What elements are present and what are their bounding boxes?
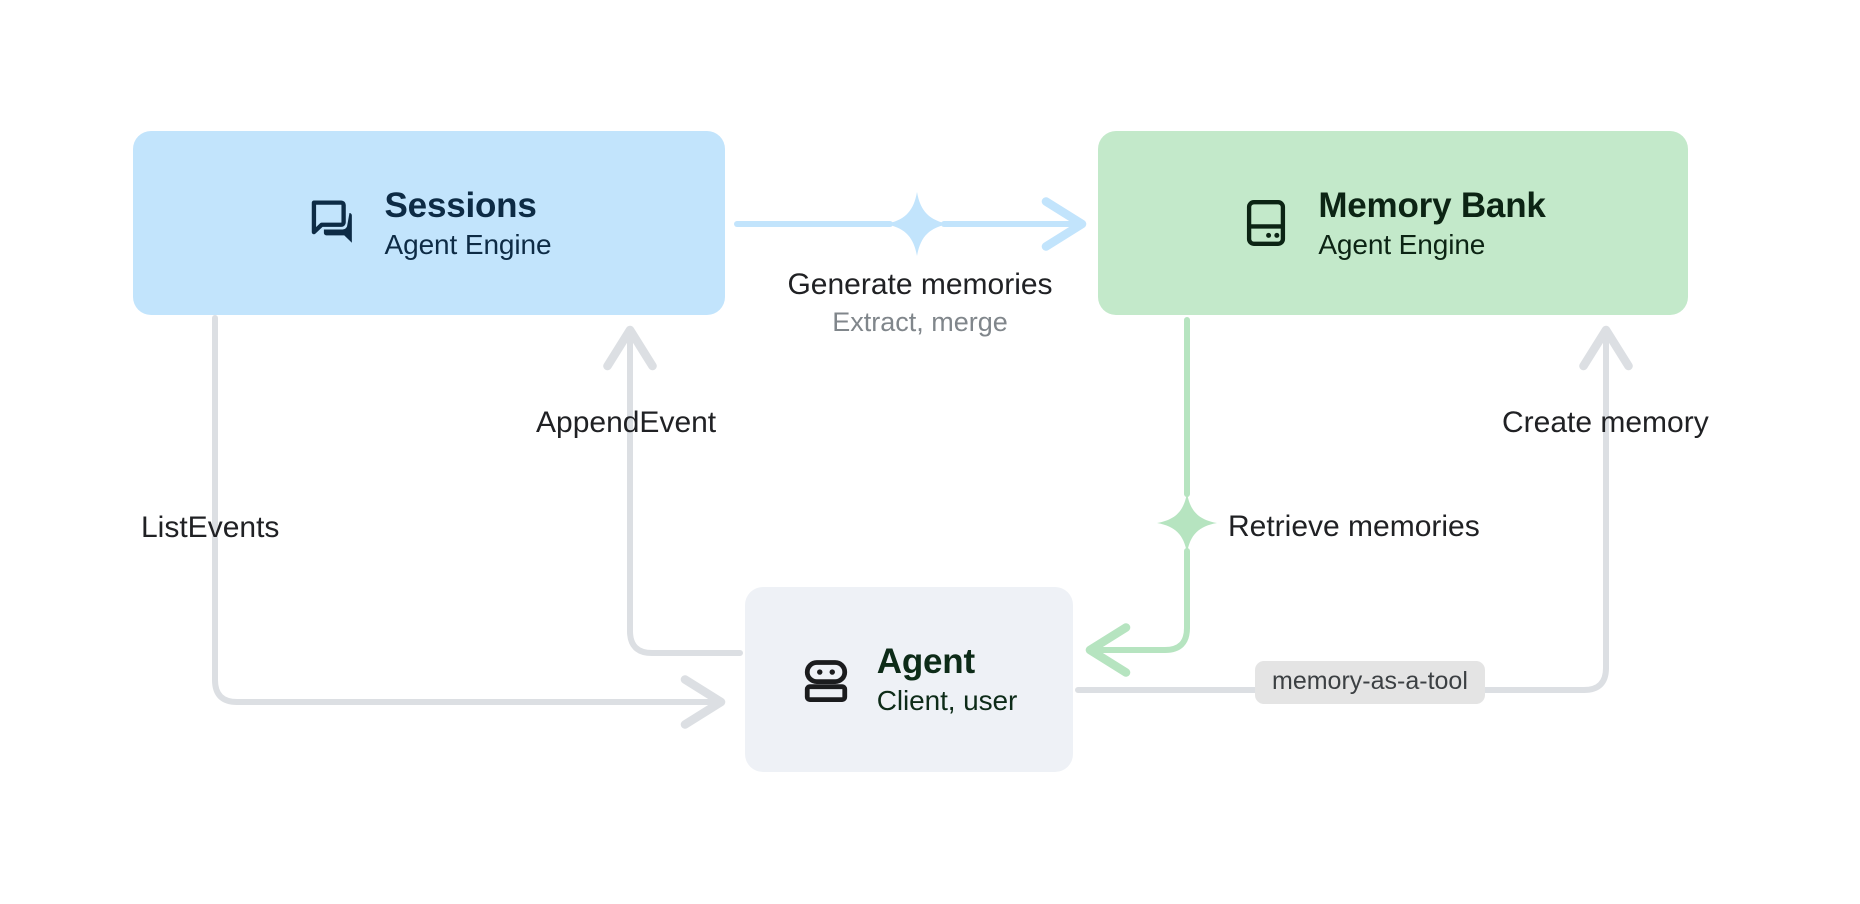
edge-label-generate-memories-text: Generate memories [787, 268, 1053, 301]
node-sessions-subtitle: Agent Engine [384, 228, 552, 260]
node-agent-title: Agent [876, 642, 975, 682]
node-memory-bank[interactable]: Memory Bank Agent Engine [1098, 131, 1688, 315]
node-agent-subtitle: Client, user [876, 685, 1018, 717]
edge-list-events [212, 315, 726, 729]
edge-label-create-memory-text: Create memory [1502, 406, 1709, 439]
edge-label-retrieve-memories: Retrieve memories [1228, 509, 1480, 544]
storage-icon [1240, 197, 1292, 249]
node-memory-bank-subtitle: Agent Engine [1318, 228, 1486, 260]
memory-as-a-tool-badge: memory-as-a-tool [1255, 661, 1485, 704]
node-memory-bank-labels: Memory Bank Agent Engine [1318, 185, 1546, 260]
node-sessions[interactable]: Sessions Agent Engine [133, 131, 725, 315]
edge-create-memory [1075, 325, 1633, 693]
node-memory-bank-title: Memory Bank [1318, 185, 1546, 225]
edge-label-append-event: AppendEvent [536, 405, 716, 440]
edge-append-event [603, 325, 743, 656]
sparkle-icon-generate [885, 192, 949, 256]
sparkle-icon-retrieve [1157, 493, 1217, 553]
node-sessions-labels: Sessions Agent Engine [385, 187, 552, 260]
forum-icon [307, 197, 359, 249]
node-sessions-title: Sessions [384, 185, 537, 225]
robot-icon [801, 655, 851, 705]
edge-label-generate-memories: Generate memories Extract, merge [787, 267, 1052, 339]
edge-label-list-events-text: ListEvents [141, 511, 280, 544]
edge-label-generate-memories-sub: Extract, merge [832, 307, 1008, 338]
edge-label-create-memory: Create memory [1502, 405, 1709, 440]
node-agent[interactable]: Agent Client, user [745, 587, 1073, 772]
node-agent-labels: Agent Client, user [876, 642, 1018, 717]
edge-label-list-events: ListEvents [141, 510, 279, 545]
edge-label-retrieve-memories-text: Retrieve memories [1228, 510, 1480, 543]
edge-retrieve-memories [1085, 317, 1190, 677]
edge-label-append-event-text: AppendEvent [536, 406, 717, 439]
